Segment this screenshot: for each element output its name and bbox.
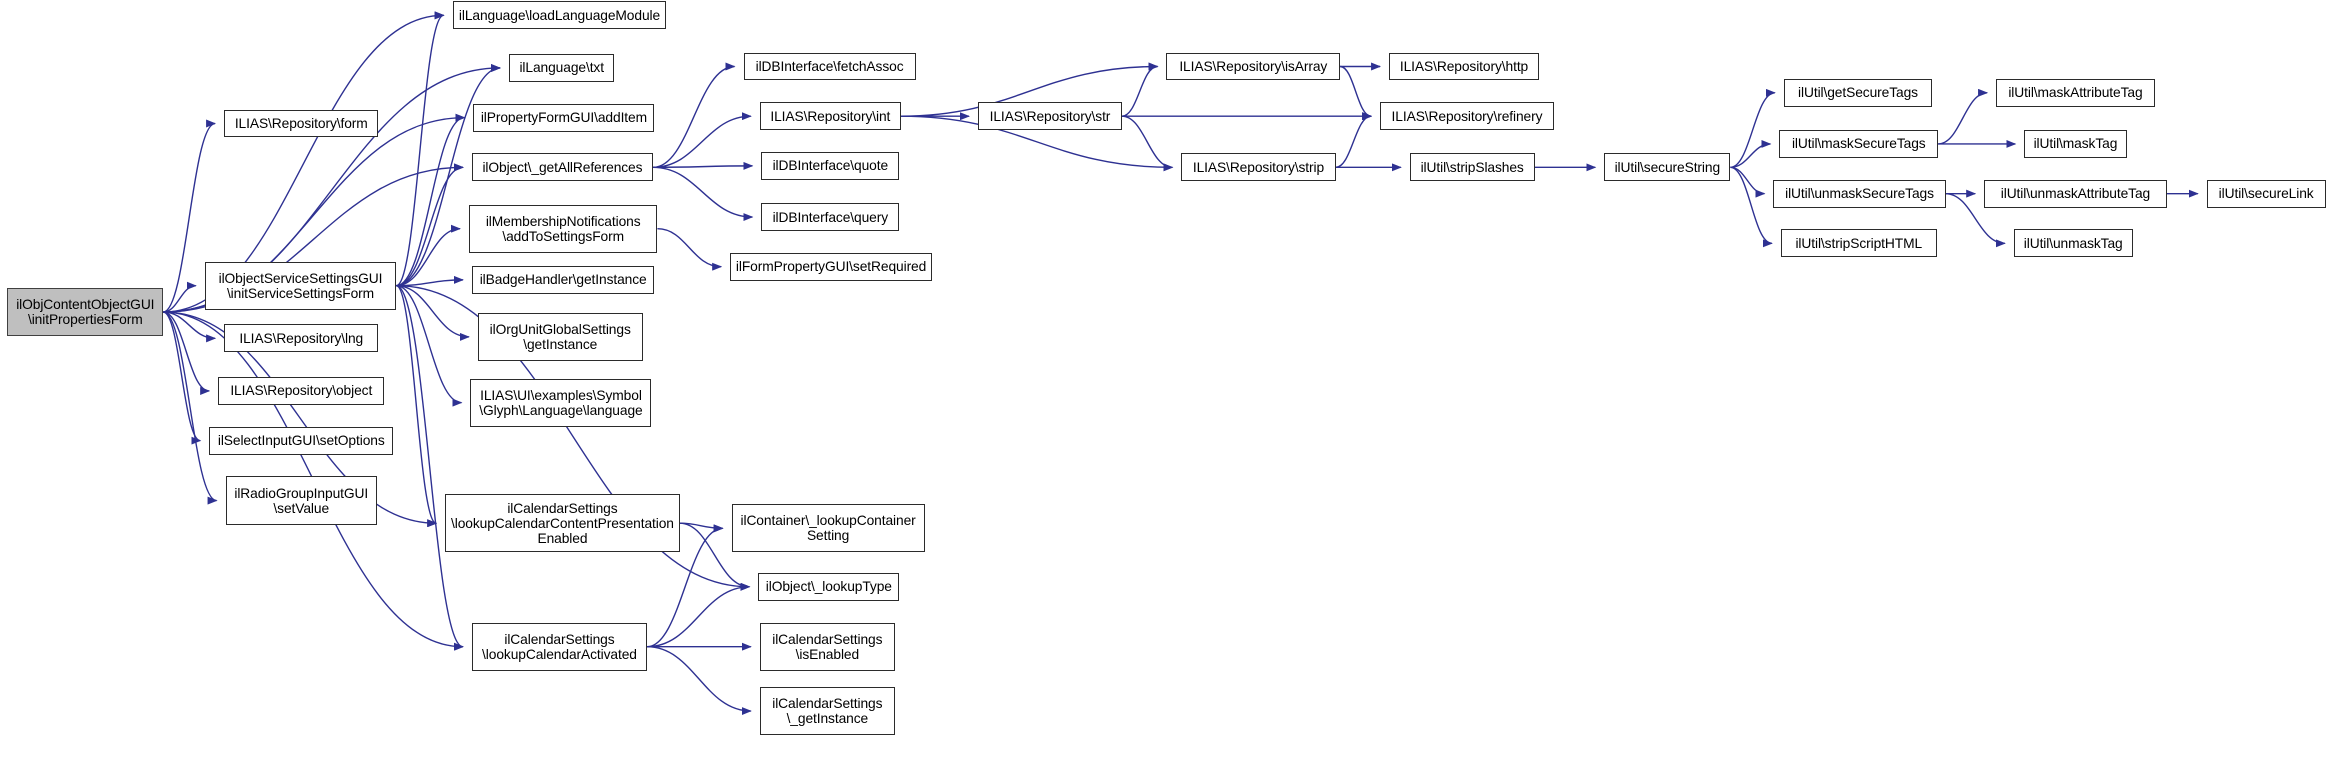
graph-node-badge_getinstance[interactable]: ilBadgeHandler\getInstance	[471, 266, 655, 294]
graph-node-repo_form[interactable]: ILIAS\Repository\form	[224, 109, 379, 138]
edge-util_securestring-to-util_stripscripthtml	[1730, 166, 1773, 248]
graph-node-membership_notif[interactable]: ilMembershipNotifications \addToSettings…	[468, 204, 658, 253]
graph-node-util_maskattributetag[interactable]: ilUtil\maskAttributeTag	[1996, 78, 2155, 107]
graph-node-cal_isenabled[interactable]: ilCalendarSettings \isEnabled	[759, 622, 895, 671]
graph-node-repo_strip[interactable]: ILIAS\Repository\strip	[1181, 153, 1336, 182]
graph-node-orgunit_getinstance[interactable]: ilOrgUnitGlobalSettings \getInstance	[477, 312, 643, 361]
graph-node-repo_int[interactable]: ILIAS\Repository\int	[759, 102, 901, 131]
edge-util_securestring-to-util_unmasksecuretags	[1730, 166, 1766, 198]
edge-ossgui_init-to-membership_notif	[396, 224, 461, 287]
graph-node-util_unmasksecuretags[interactable]: ilUtil\unmaskSecureTags	[1773, 179, 1946, 208]
edge-root-to-ossgui_init	[163, 281, 197, 313]
edges-group	[162, 11, 2199, 716]
edge-root-to-select_setoptions	[162, 311, 202, 445]
graph-node-util_stripslashes[interactable]: ilUtil\stripSlashes	[1409, 153, 1535, 182]
edge-repo_str-to-repo_isarray	[1121, 62, 1159, 117]
edge-repo_strip-to-repo_refinery	[1335, 112, 1373, 169]
graph-node-util_masktag[interactable]: ilUtil\maskTag	[2024, 130, 2127, 158]
graph-node-cal_lookup_activated[interactable]: ilCalendarSettings \lookupCalendarActiva…	[471, 622, 648, 671]
graph-node-db_query[interactable]: ilDBInterface\query	[761, 203, 900, 231]
edge-root-to-repo_object	[163, 311, 211, 395]
graph-node-ilobject_lookuptype[interactable]: ilObject\_lookupType	[758, 572, 900, 601]
graph-node-util_securestring[interactable]: ilUtil\secureString	[1604, 153, 1731, 182]
graph-node-pfgui_additem[interactable]: ilPropertyFormGUI\addItem	[473, 103, 655, 132]
graph-node-repo_str[interactable]: ILIAS\Repository\str	[977, 102, 1122, 131]
edge-root-to-radio_setvalue	[163, 311, 218, 505]
edge-util_masksecuretags-to-util_maskattributetag	[1938, 88, 1989, 145]
graph-node-radio_setvalue[interactable]: ilRadioGroupInputGUI \setValue	[225, 476, 377, 525]
graph-node-db_quote[interactable]: ilDBInterface\quote	[761, 152, 900, 180]
graph-node-root[interactable]: ilObjContentObjectGUI \initPropertiesFor…	[7, 287, 164, 337]
graph-node-cal_getinstance[interactable]: ilCalendarSettings \_getInstance	[759, 686, 895, 736]
graph-node-repo_object[interactable]: ILIAS\Repository\object	[218, 377, 385, 405]
graph-node-ui_symbol_lang[interactable]: ILIAS\UI\examples\Symbol \Glyph\Language…	[470, 378, 652, 427]
edge-membership_notif-to-fpgui_setrequired	[657, 228, 723, 271]
graph-node-db_fetchassoc[interactable]: ilDBInterface\fetchAssoc	[743, 52, 916, 81]
edge-ossgui_init-to-ui_symbol_lang	[396, 285, 463, 407]
edge-repo_isarray-to-repo_refinery	[1339, 65, 1373, 121]
graph-node-util_unmaskattrtag[interactable]: ilUtil\unmaskAttributeTag	[1984, 179, 2167, 208]
edge-cal_lookup_activated-to-cal_getinstance	[647, 646, 752, 716]
graph-node-container_lookupsetting[interactable]: ilContainer\_lookupContainer Setting	[731, 504, 925, 553]
edge-cal_lookup_activated-to-ilobject_lookuptype	[647, 582, 751, 648]
graph-node-util_securelink[interactable]: ilUtil\secureLink	[2206, 179, 2326, 208]
edge-root-to-repo_lng	[163, 311, 217, 343]
edge-ossgui_init-to-cal_lookup_content	[395, 285, 438, 528]
graph-node-lang_loadmodule[interactable]: ilLanguage\loadLanguageModule	[452, 1, 667, 30]
graph-node-repo_refinery[interactable]: ILIAS\Repository\refinery	[1380, 102, 1554, 131]
graph-node-ilobject_getallrefs[interactable]: ilObject\_getAllReferences	[471, 153, 653, 182]
graph-node-repo_lng[interactable]: ILIAS\Repository\lng	[224, 324, 379, 353]
edge-ossgui_init-to-cal_lookup_activated	[395, 285, 464, 651]
graph-node-util_masksecuretags[interactable]: ilUtil\maskSecureTags	[1779, 130, 1939, 158]
edge-ilobject_getallrefs-to-db_fetchassoc	[652, 62, 736, 169]
edge-ossgui_init-to-badge_getinstance	[396, 275, 464, 287]
edge-ilobject_getallrefs-to-repo_int	[652, 112, 752, 169]
graph-node-ossgui_init[interactable]: ilObjectServiceSettingsGUI \initServiceS…	[204, 261, 397, 310]
graph-node-repo_isarray[interactable]: ILIAS\Repository\isArray	[1166, 52, 1341, 81]
graph-node-select_setoptions[interactable]: ilSelectInputGUI\setOptions	[209, 426, 394, 455]
edge-ossgui_init-to-lang_loadmodule	[395, 11, 445, 287]
edge-util_securestring-to-util_masksecuretags	[1730, 139, 1772, 169]
edge-ossgui_init-to-pfgui_additem	[396, 113, 466, 287]
graph-node-util_stripscripthtml[interactable]: ilUtil\stripScriptHTML	[1780, 229, 1937, 258]
graph-node-fpgui_setrequired[interactable]: ilFormPropertyGUI\setRequired	[730, 252, 932, 281]
graph-node-repo_http[interactable]: ILIAS\Repository\http	[1389, 52, 1539, 81]
edge-ossgui_init-to-ilobject_getallrefs	[396, 163, 464, 287]
edge-cal_lookup_content-to-container_lookupsetting	[679, 522, 724, 533]
graph-node-util_unmasktag[interactable]: ilUtil\unmaskTag	[2013, 229, 2133, 258]
graph-node-cal_lookup_content[interactable]: ilCalendarSettings \lookupCalendarConten…	[445, 494, 680, 553]
graph-node-lang_txt[interactable]: ilLanguage\txt	[509, 54, 615, 82]
edge-ossgui_init-to-orgunit_getinstance	[396, 285, 470, 341]
edge-ilobject_getallrefs-to-db_query	[652, 166, 754, 222]
edge-util_securestring-to-util_getsecuretags	[1730, 88, 1776, 169]
edge-ilobject_getallrefs-to-db_quote	[652, 161, 754, 170]
graph-node-util_getsecuretags[interactable]: ilUtil\getSecureTags	[1783, 78, 1933, 107]
edge-repo_str-to-repo_strip	[1121, 115, 1174, 172]
